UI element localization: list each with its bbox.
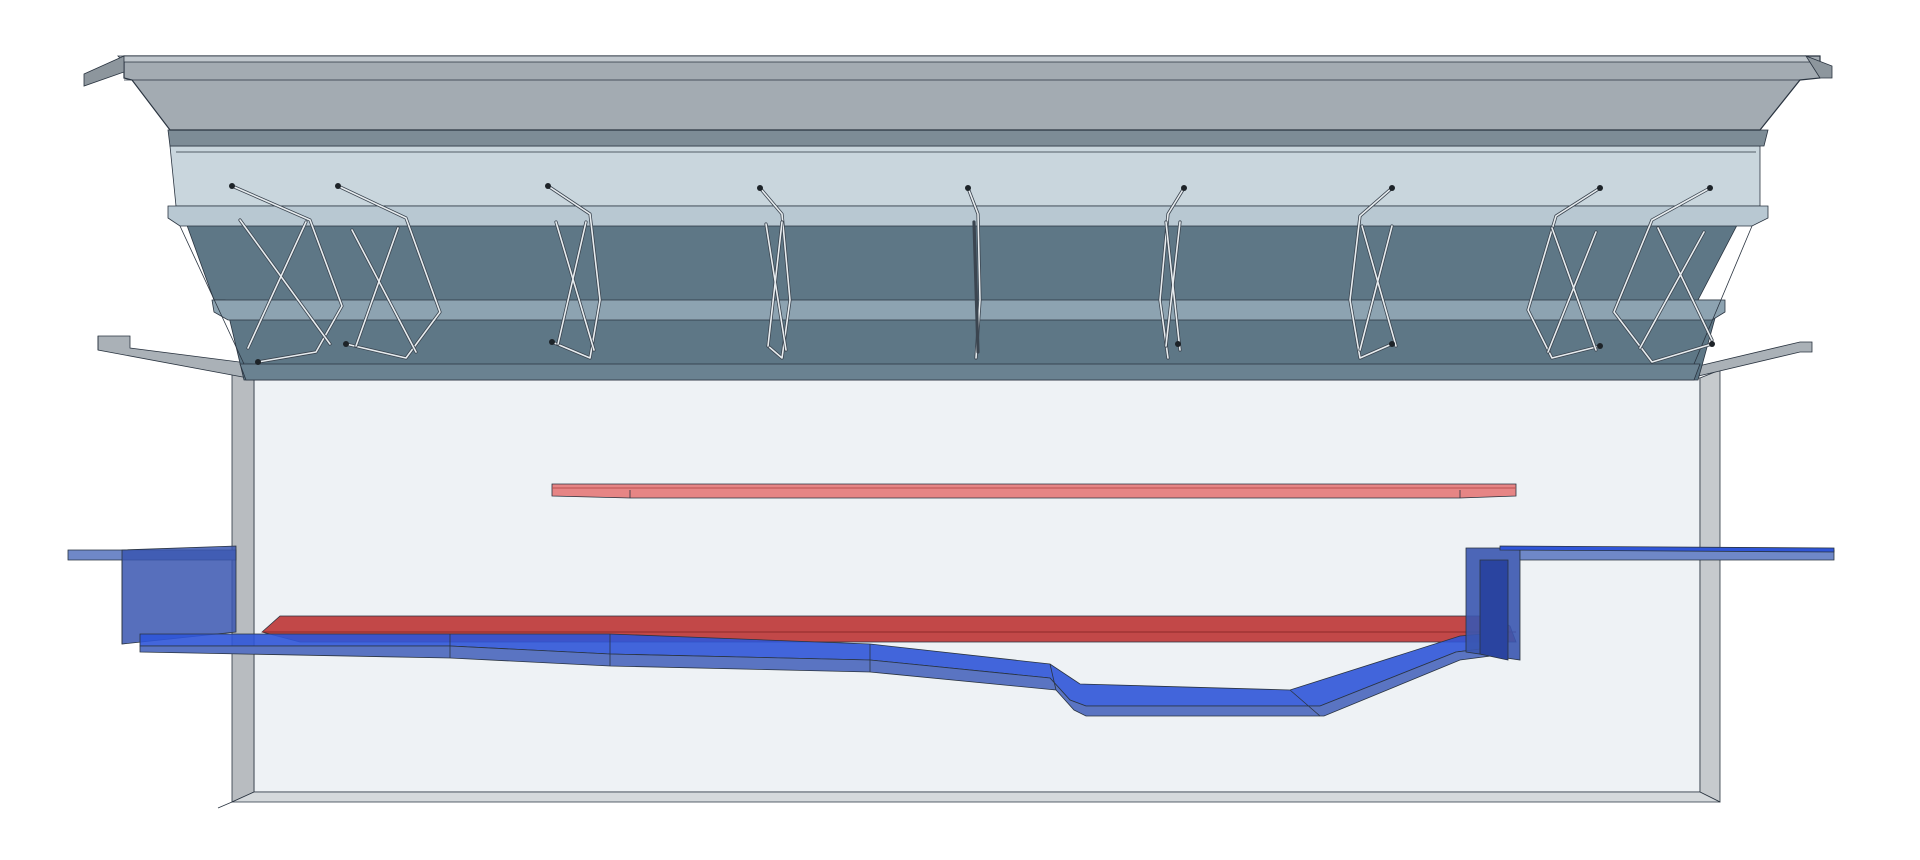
blue-channel [67,545,1835,717]
deck-slab [83,55,1833,131]
deck-slab-body [123,55,1821,131]
deck-overhang-right [1805,55,1833,79]
cross-frame-3 [545,183,602,360]
cross-frame-1 [229,183,344,365]
girder-mid-band [211,299,1726,321]
cross-frame-8 [1526,185,1603,360]
side-ledge-right-top [1499,545,1835,553]
cross-frame-4 [757,185,792,360]
cross-frame-5 [965,185,982,360]
girder-bottom-flange [239,363,1701,381]
right-riser-face [1479,559,1509,661]
pit-floor [231,791,1721,803]
left-riser [121,545,237,645]
deck-overhang-left [83,55,125,87]
upper-red-plate-body [551,483,1517,499]
right-wall [1699,369,1721,803]
steel-girders [167,129,1769,381]
upper-red-plate [551,483,1517,499]
cross-frame-7 [1348,185,1398,360]
cross-frame-9 [1612,185,1715,364]
cross-frame-2 [335,183,442,360]
approach-slab-right [1689,341,1813,379]
deck-slab-top [117,55,1821,63]
girder-top-flange [169,145,1761,207]
cross-frames [229,183,1715,365]
girder-web [179,205,1748,381]
girder-top-lip [167,129,1769,147]
cross-frame-6 [1158,185,1187,360]
